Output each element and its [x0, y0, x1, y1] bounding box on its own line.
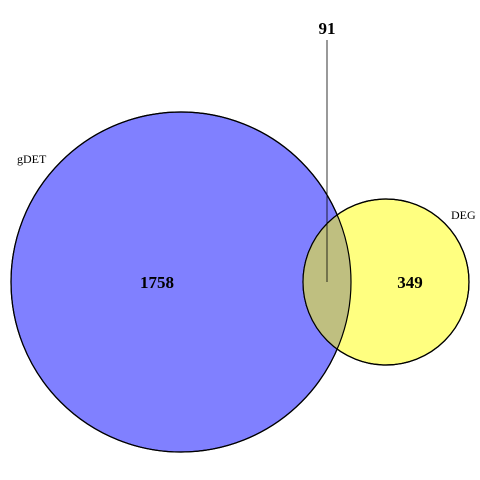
gdet-outline	[10, 111, 352, 453]
gdet-only-count: 1758	[140, 273, 174, 292]
gdet-label: gDET	[17, 152, 47, 166]
intersection-count: 91	[319, 19, 336, 38]
deg-label: DEG	[451, 208, 476, 222]
deg-outline	[302, 198, 470, 366]
gdet-circle	[10, 111, 352, 453]
deg-only-count: 349	[397, 273, 423, 292]
intersection-region	[303, 199, 351, 365]
